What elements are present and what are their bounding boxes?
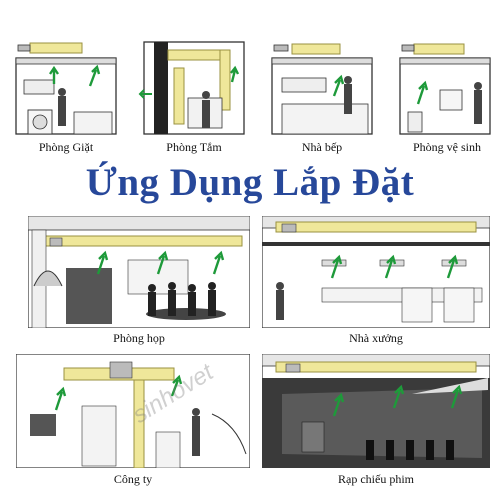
panel-kitchen <box>266 38 378 138</box>
panel-office <box>16 354 250 468</box>
factory-illustration <box>262 216 490 328</box>
office-illustration <box>16 354 250 468</box>
panel-bathroom <box>138 38 250 138</box>
caption-cinema: Rạp chiếu phim <box>338 472 414 486</box>
caption-toilet: Phòng vệ sinh <box>412 140 481 154</box>
bathroom-illustration <box>138 41 245 135</box>
meeting-illustration <box>28 216 250 328</box>
toilet-illustration <box>399 43 491 135</box>
caption-office: Công ty <box>113 472 153 486</box>
kitchen-illustration <box>271 43 373 135</box>
panel-factory <box>262 216 490 328</box>
caption-kitchen: Nhà bếp <box>301 140 343 154</box>
panel-cinema <box>262 354 490 468</box>
caption-bathroom: Phòng Tắm <box>166 140 222 154</box>
cinema-illustration <box>262 354 490 468</box>
page-title: Ứng Dụng Lắp Đặt <box>85 161 415 204</box>
panel-meeting <box>28 216 250 328</box>
caption-factory: Nhà xưởng <box>349 331 403 345</box>
laundry-illustration <box>15 42 117 135</box>
caption-meeting: Phòng họp <box>113 331 165 345</box>
caption-laundry: Phòng Giặt <box>38 140 94 154</box>
panel-toilet <box>394 38 494 138</box>
panel-laundry <box>10 38 122 138</box>
